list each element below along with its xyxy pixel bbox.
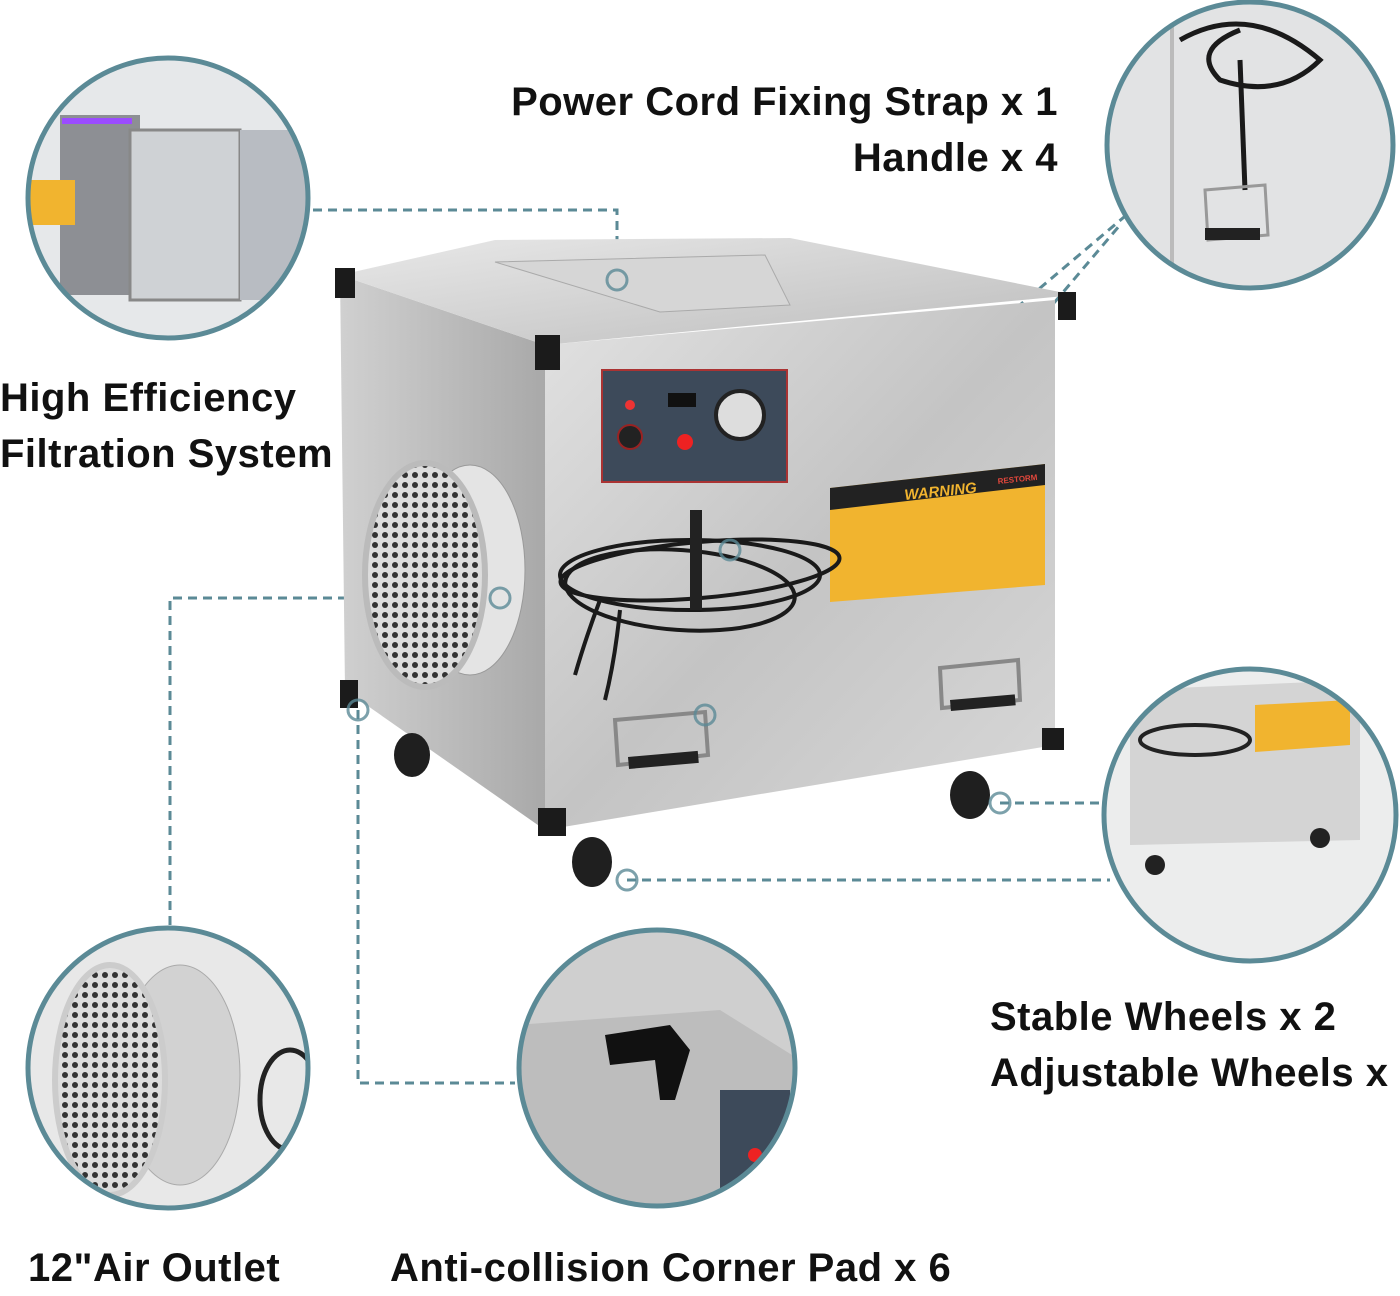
pressure-gauge — [714, 389, 766, 441]
detail-handle-strap — [1107, 2, 1393, 288]
wheels — [394, 733, 990, 887]
label-handle: Handle x 4 — [852, 136, 1058, 180]
detail-circle-corner-pad — [516, 927, 798, 1209]
warning-brand: RESTORM — [997, 473, 1038, 486]
label-air-outlet: 12"Air Outlet — [28, 1246, 281, 1290]
label-power-cord-strap: Power Cord Fixing Strap x 1 — [511, 80, 1058, 124]
label-stable-wheels: Stable Wheels x 2 — [990, 995, 1337, 1039]
label-filtration: High Efficiency Filtration System — [0, 370, 333, 482]
handles — [612, 657, 1023, 768]
label-power-cord-handle: Power Cord Fixing Strap x 1 Handle x 4 — [511, 74, 1058, 186]
detail-filtration — [28, 58, 308, 338]
label-corner-pad: Anti-collision Corner Pad x 6 — [390, 1246, 952, 1290]
cord-strap — [690, 510, 702, 610]
callout-markers — [346, 268, 1012, 892]
label-filtration-line2: Filtration System — [0, 432, 334, 476]
label-adjustable-wheels: Adjustable Wheels x 2 — [990, 1051, 1400, 1095]
callout-line-corner — [356, 710, 515, 1085]
label-wheels: Stable Wheels x 2 Adjustable Wheels x 2 — [990, 989, 1400, 1101]
air-scrubber-machine: WARNING RESTORM — [335, 238, 1076, 892]
detail-circle-filtration — [25, 55, 311, 341]
detail-circle-handle — [1104, 0, 1396, 291]
detail-outlet — [28, 928, 308, 1208]
label-filtration-line1: High Efficiency — [0, 376, 297, 420]
detail-circle-outlet — [25, 925, 311, 1211]
detail-wheels — [1104, 669, 1396, 961]
outlet-grille — [362, 460, 488, 690]
detail-circle-wheels — [1101, 666, 1399, 964]
